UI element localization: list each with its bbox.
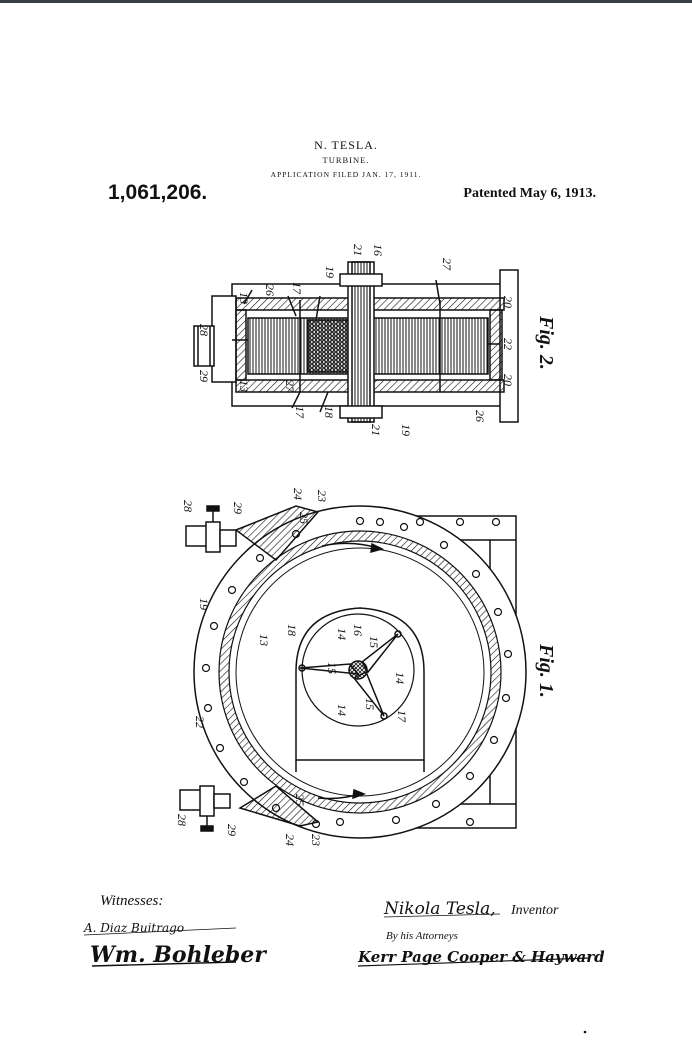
fig1-label-14-top: 14 bbox=[335, 628, 349, 640]
fig1-label-15-right: 15 bbox=[367, 636, 381, 648]
patent-title: TURBINE. bbox=[322, 155, 370, 165]
fig1-label-22: 22 bbox=[193, 716, 207, 728]
application-filed-line: APPLICATION FILED JAN. 17, 1911. bbox=[270, 170, 422, 179]
fig2-label-19-bottom: 19 bbox=[399, 424, 413, 436]
fig2-label-21-bottom: 21 bbox=[369, 424, 383, 436]
patent-number: 1,061,206. bbox=[108, 181, 208, 204]
fig1-label-25-bottom: 25 bbox=[293, 794, 307, 806]
fig2-label-17-bottom: 17 bbox=[293, 406, 307, 419]
attorneys-signature: Kerr Page Cooper & Hayward bbox=[357, 948, 605, 966]
fig1-label-28-top: 28 bbox=[181, 500, 195, 512]
signature-block: A. Diaz Buitrago Wm. Bohleber Nikola Tes… bbox=[83, 899, 605, 968]
fig1-label-17: 17 bbox=[395, 710, 409, 723]
fig1-label-28-bottom: 28 bbox=[175, 814, 189, 826]
fig2-label-19-top: 19 bbox=[323, 266, 337, 278]
fig1-label-16: 16 bbox=[351, 624, 365, 636]
fig1-label-18: 18 bbox=[285, 624, 299, 636]
patented-date: Patented May 6, 1913. bbox=[463, 186, 596, 201]
fig2-drawing bbox=[193, 261, 519, 423]
fig1-label-14-right: 14 bbox=[393, 672, 407, 684]
fig1-label-29-bottom: 29 bbox=[225, 824, 239, 836]
fig1-label-24-bottom: 24 bbox=[283, 834, 297, 846]
fig2-label-13-bottom: 13 bbox=[237, 380, 251, 392]
fig2-label-26-bottom: 26 bbox=[473, 410, 487, 422]
fig1-label-13: 13 bbox=[257, 634, 271, 646]
fig1-labels: 28 29 24 25 23 19 22 13 18 14 16 15 15 1… bbox=[175, 488, 557, 846]
attorneys-label: By his Attorneys bbox=[386, 930, 458, 942]
fig2-label-27-top: 27 bbox=[440, 258, 454, 271]
fig2-label-17-top: 17 bbox=[290, 282, 304, 295]
fig1-label-29-top: 29 bbox=[231, 502, 245, 514]
fig2-label-22: 22 bbox=[501, 338, 515, 350]
fig2-label-29: 29 bbox=[197, 370, 211, 382]
inventor-name: N. TESLA. bbox=[314, 138, 378, 152]
fig2-label-28: 28 bbox=[197, 324, 211, 336]
fig1-label-23-bottom: 23 bbox=[309, 834, 323, 846]
fig2-label-21-top: 21 bbox=[351, 244, 365, 256]
fig1-label-15-bottom: 15 bbox=[363, 698, 377, 710]
fig1-label-14-left: 14 bbox=[335, 704, 349, 716]
fig2-labels: 28 29 13 13 26 17 27 17 18 19 21 16 21 1… bbox=[197, 244, 557, 436]
paper-speck bbox=[583, 1030, 587, 1034]
witnesses-label: Witnesses: bbox=[100, 893, 164, 909]
fig2-label-16: 16 bbox=[371, 244, 385, 256]
fig2-label-26-top: 26 bbox=[263, 284, 277, 296]
fig1-label-25-top: 25 bbox=[297, 512, 311, 524]
fig1-drawing bbox=[179, 505, 527, 839]
fig2-label-27-bottom: 27 bbox=[283, 380, 297, 393]
fig1-caption: Fig. 1. bbox=[535, 643, 557, 698]
fig1-label-19: 19 bbox=[197, 598, 211, 610]
inventor-signature: Nikola Tesla, bbox=[383, 899, 496, 919]
fig1-label-15-left: 15 bbox=[325, 662, 339, 674]
fig2-caption: Fig. 2. bbox=[535, 315, 557, 370]
window-top-bar bbox=[0, 0, 692, 3]
fig2-label-20-top: 20 bbox=[501, 296, 515, 308]
fig2-label-20-bottom: 20 bbox=[501, 374, 515, 386]
inventor-label: Inventor bbox=[511, 903, 559, 918]
fig1-label-23-top: 23 bbox=[315, 490, 329, 502]
fig1-label-24-top: 24 bbox=[291, 488, 305, 500]
fig2-label-18: 18 bbox=[322, 406, 336, 418]
fig2-label-13-top: 13 bbox=[237, 292, 251, 304]
